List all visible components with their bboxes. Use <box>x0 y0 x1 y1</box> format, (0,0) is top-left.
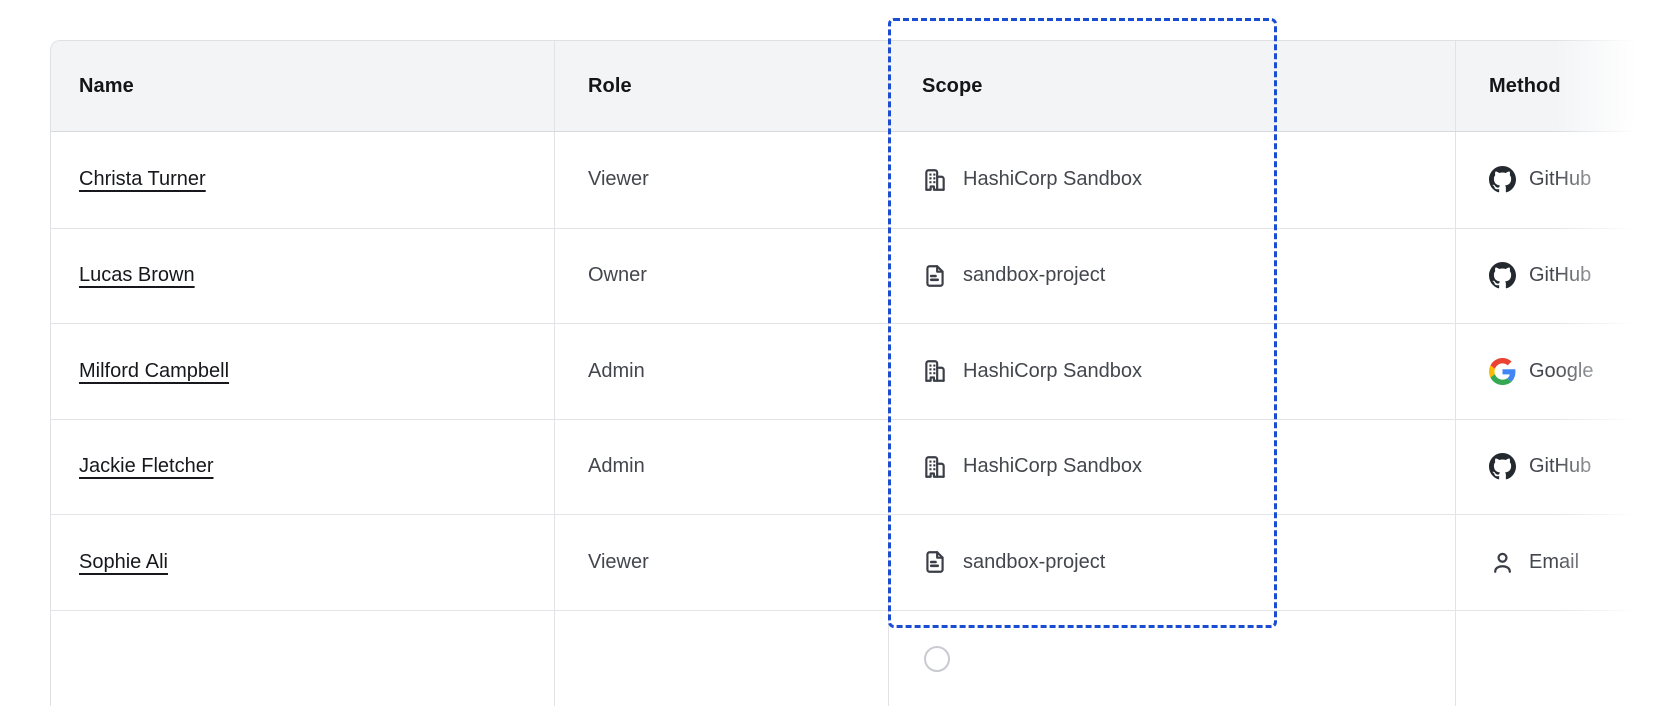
table-row: Jackie Fletcher Admin HashiCorp Sandbox <box>51 418 1672 515</box>
scope-value: sandbox-project <box>963 264 1106 287</box>
github-icon <box>1489 166 1516 193</box>
member-name-link[interactable]: Milford Campbell <box>79 359 230 382</box>
scope-cell: HashiCorp Sandbox <box>888 419 1455 514</box>
method-cell: GitHub <box>1455 419 1672 514</box>
member-name-link[interactable]: Jackie Fletcher <box>79 455 214 478</box>
project-file-icon <box>922 549 948 575</box>
method-cell: Google <box>1455 324 1672 419</box>
table-header-row: Name Role Scope Method <box>51 41 1672 132</box>
google-icon <box>1489 357 1516 385</box>
method-value: GitHub <box>1529 168 1592 191</box>
method-cell: Email <box>1455 515 1672 610</box>
partial-scope-icon <box>924 646 950 672</box>
role-value: Admin <box>588 455 645 478</box>
members-table: Name Role Scope Method Christa Turner Vi… <box>50 40 1672 706</box>
method-cell: GitHub <box>1455 132 1672 228</box>
column-header-name[interactable]: Name <box>79 74 134 97</box>
role-cell: Admin <box>554 419 888 514</box>
column-header-scope[interactable]: Scope <box>888 41 1455 131</box>
project-file-icon <box>922 263 948 289</box>
method-value: Email <box>1529 550 1580 573</box>
role-value: Admin <box>588 359 645 382</box>
email-person-icon <box>1489 549 1516 576</box>
role-value: Viewer <box>588 168 649 191</box>
table-row: Milford Campbell Admin HashiCorp Sandbox <box>51 323 1672 419</box>
scope-cell: HashiCorp Sandbox <box>888 324 1455 419</box>
method-cell <box>1455 610 1672 706</box>
name-cell <box>51 611 554 706</box>
name-cell: Milford Campbell <box>51 324 554 419</box>
role-cell <box>554 610 888 706</box>
github-icon <box>1489 262 1516 289</box>
role-cell: Viewer <box>554 515 888 610</box>
method-value: Google <box>1529 359 1594 382</box>
scope-value: HashiCorp Sandbox <box>963 168 1142 191</box>
scope-cell: HashiCorp Sandbox <box>888 132 1455 228</box>
role-value: Owner <box>588 264 647 287</box>
member-name-link[interactable]: Christa Turner <box>79 168 206 191</box>
scope-value: HashiCorp Sandbox <box>963 455 1142 478</box>
method-value: GitHub <box>1529 455 1592 478</box>
member-name-link[interactable]: Lucas Brown <box>79 264 195 287</box>
column-header-role[interactable]: Role <box>554 41 888 131</box>
scope-cell: sandbox-project <box>888 515 1455 610</box>
role-cell: Viewer <box>554 132 888 228</box>
name-cell: Christa Turner <box>51 132 554 228</box>
name-cell: Jackie Fletcher <box>51 420 554 515</box>
table-row: Christa Turner Viewer HashiCorp Sandbox <box>51 132 1672 228</box>
role-cell: Admin <box>554 324 888 419</box>
organization-icon <box>922 167 948 193</box>
scope-cell: sandbox-project <box>888 228 1455 323</box>
role-value: Viewer <box>588 550 649 573</box>
scope-value: HashiCorp Sandbox <box>963 359 1142 382</box>
scope-cell <box>888 610 1455 706</box>
organization-icon <box>922 358 948 384</box>
table-row-partial <box>51 609 1672 706</box>
role-cell: Owner <box>554 228 888 323</box>
column-header-method[interactable]: Method <box>1455 41 1672 131</box>
table-row: Sophie Ali Viewer sandbox-project <box>51 514 1672 610</box>
name-cell: Sophie Ali <box>51 515 554 610</box>
method-value: GitHub <box>1529 264 1592 287</box>
name-cell: Lucas Brown <box>51 229 554 324</box>
member-name-link[interactable]: Sophie Ali <box>79 550 168 573</box>
organization-icon <box>922 454 948 480</box>
github-icon <box>1489 453 1516 480</box>
method-cell: GitHub <box>1455 228 1672 323</box>
table-row: Lucas Brown Owner sandbox-project GitHub <box>51 227 1672 324</box>
scope-value: sandbox-project <box>963 550 1106 573</box>
